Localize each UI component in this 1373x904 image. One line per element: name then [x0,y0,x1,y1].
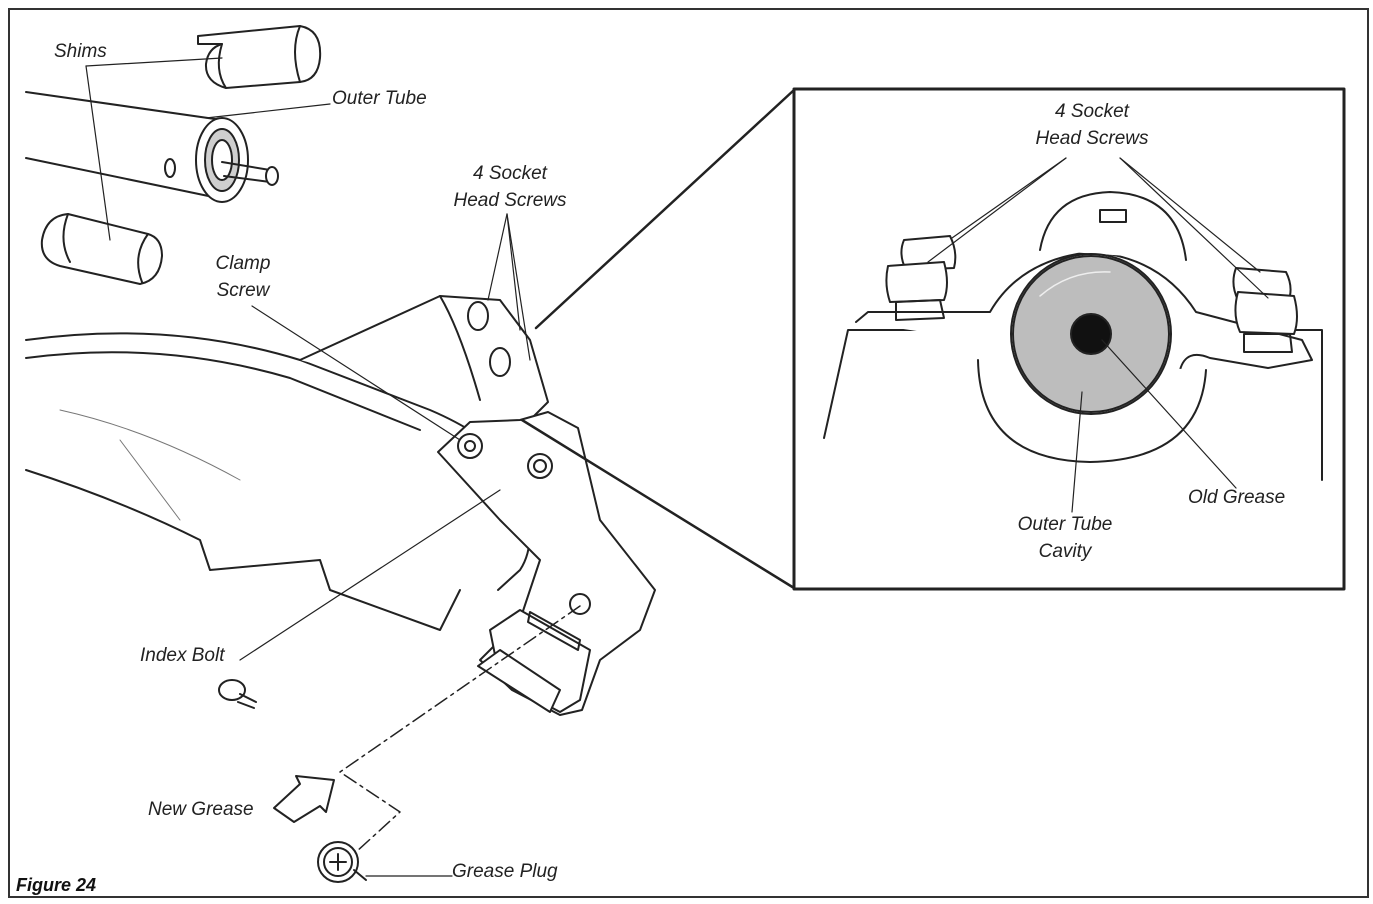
label-outer-tube: Outer Tube [332,88,427,109]
label-shims: Shims [54,41,107,62]
detail-label-outer-tube-cavity: Outer Tube Cavity [1017,514,1113,562]
new-grease-arrow [273,775,335,823]
leader-lines [85,57,531,877]
detail-label-old-grease: Old Grease [1188,487,1286,508]
outer-tube [25,91,279,203]
steering-frame [25,295,656,716]
figure-number: Figure 24 [16,875,97,895]
grease-path-line [339,605,581,853]
zoom-line-top [534,88,796,330]
lower-shim [40,213,163,285]
detail-clamp [823,191,1323,481]
detail-leader-lines [927,157,1269,513]
figure-frame [8,8,1369,898]
grease-plug [317,841,367,883]
label-grease-plug: Grease Plug [452,861,558,882]
zoom-line-bottom [520,418,796,590]
label-socket-head-screws: 4 Socket Head Screws [453,163,567,211]
detail-label-socket-head-screws: 4 Socket Head Screws [1035,101,1149,149]
label-clamp-screw: Clamp Screw [215,253,271,301]
label-new-grease: New Grease [148,799,254,820]
upper-shim [197,25,322,89]
label-index-bolt: Index Bolt [140,645,225,666]
index-bolt [218,679,257,709]
